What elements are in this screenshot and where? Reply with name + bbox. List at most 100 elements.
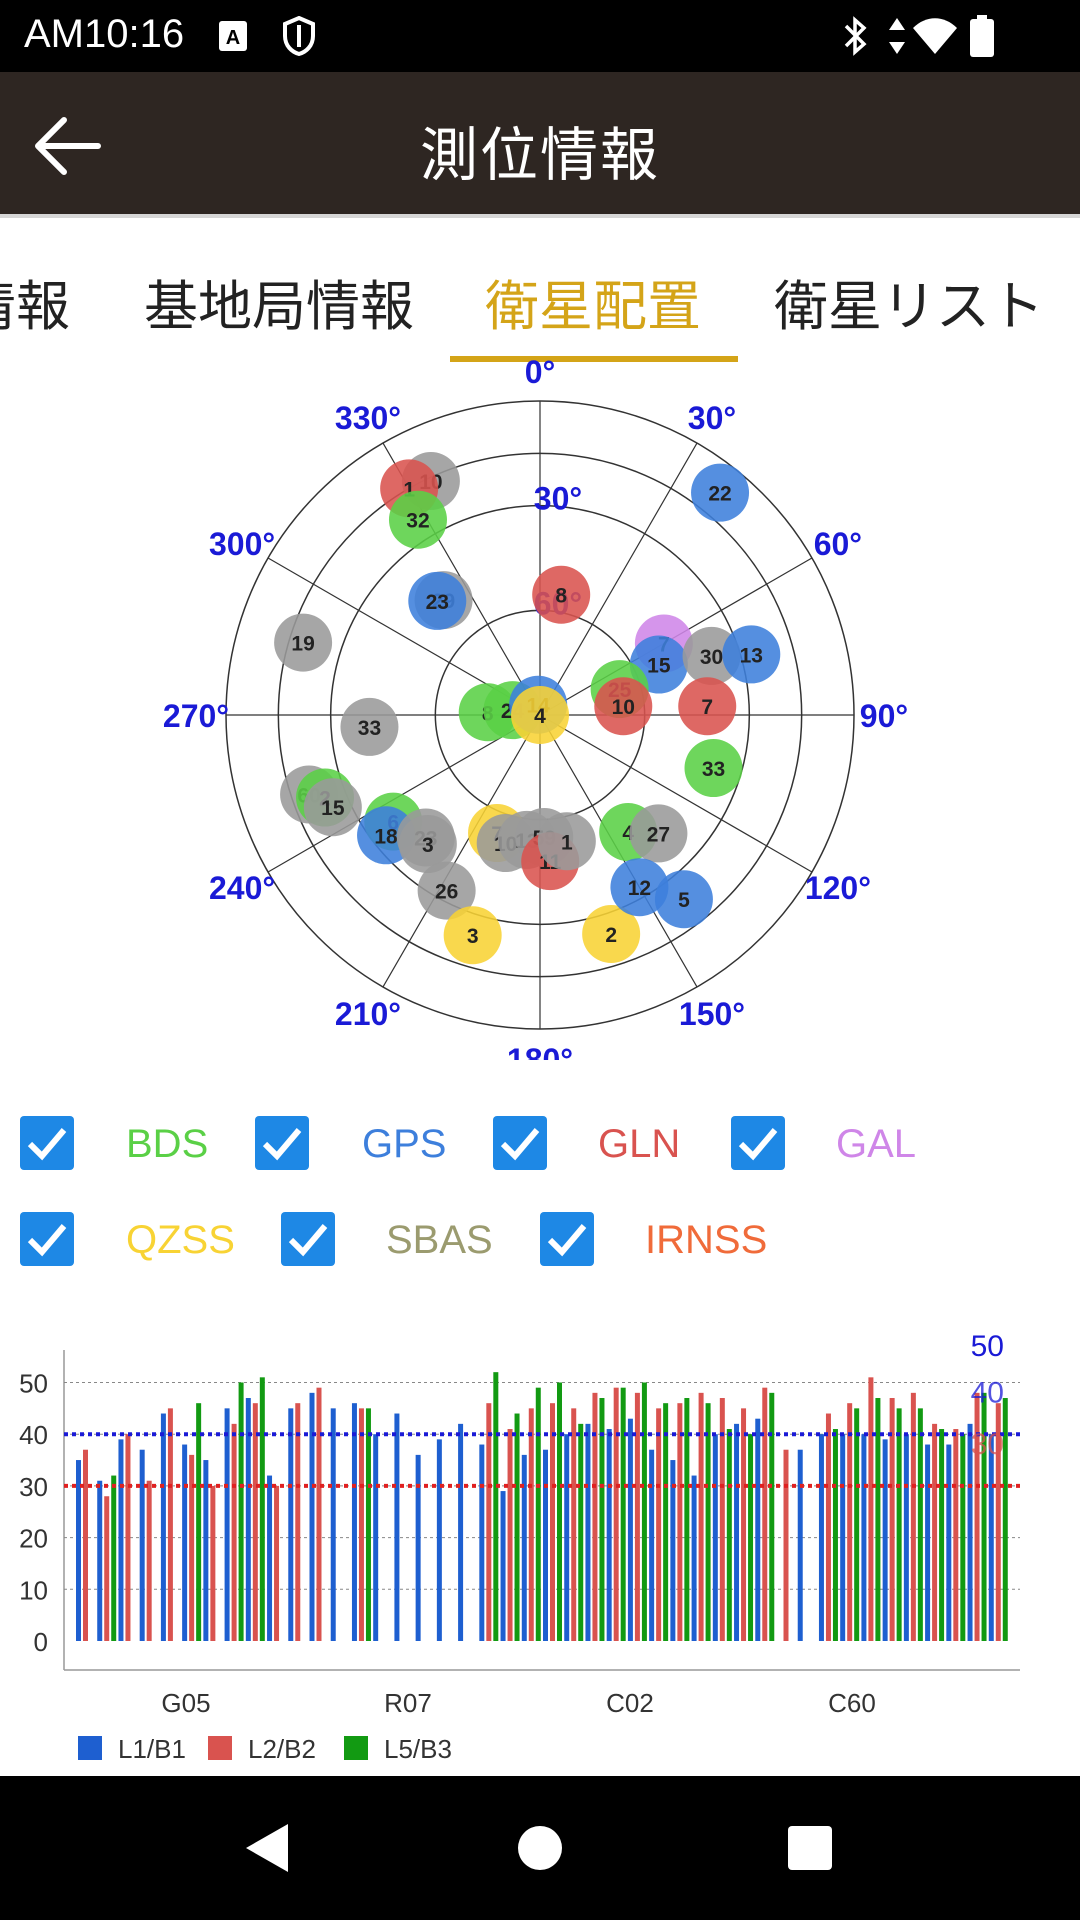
filter-bds-checkbox[interactable] bbox=[20, 1116, 74, 1170]
battery-icon bbox=[970, 15, 994, 57]
satellite-marker[interactable]: 5 bbox=[654, 870, 713, 929]
signal-bar bbox=[755, 1418, 761, 1641]
signal-bar bbox=[995, 1403, 1001, 1641]
satellite-id: 33 bbox=[358, 717, 381, 740]
satellite-marker[interactable]: 26 bbox=[417, 861, 476, 920]
azimuth-label: 60° bbox=[814, 526, 862, 562]
signal-bar bbox=[245, 1398, 251, 1641]
satellite-marker[interactable]: 3 bbox=[443, 906, 502, 965]
filter-bds-label: BDS bbox=[126, 1122, 209, 1166]
satellite-marker[interactable]: 33 bbox=[684, 739, 743, 798]
satellite-marker[interactable]: 8 bbox=[532, 565, 591, 624]
status-bar: AM10:16 A bbox=[0, 0, 1080, 72]
satellite-dot bbox=[303, 778, 362, 837]
legend-label: L5/B3 bbox=[384, 1734, 452, 1764]
satellite-marker[interactable]: 27 bbox=[629, 804, 688, 863]
satellite-dot bbox=[417, 861, 476, 920]
signal-bar bbox=[967, 1423, 973, 1641]
signal-bar bbox=[571, 1408, 577, 1641]
signal-bar bbox=[203, 1460, 209, 1641]
satellite-marker[interactable]: 1 bbox=[537, 812, 596, 871]
a-notification-icon: A bbox=[219, 21, 247, 51]
satellite-marker[interactable]: 19 bbox=[274, 613, 333, 672]
signal-bar bbox=[521, 1454, 527, 1641]
satellite-id: 32 bbox=[406, 510, 429, 533]
signal-bar bbox=[415, 1454, 421, 1641]
satellite-marker[interactable]: 23 bbox=[408, 571, 467, 630]
satellite-id: 13 bbox=[740, 644, 763, 667]
signal-bar bbox=[358, 1408, 364, 1641]
azimuth-label: 120° bbox=[805, 870, 871, 906]
signal-bar bbox=[832, 1429, 838, 1641]
signal-bar bbox=[592, 1392, 598, 1641]
azimuth-line bbox=[539, 714, 813, 873]
home-circle-icon[interactable] bbox=[504, 1812, 576, 1884]
signal-bar bbox=[932, 1423, 938, 1641]
signal-bar bbox=[330, 1408, 336, 1641]
signal-bar bbox=[889, 1398, 895, 1641]
signal-bar bbox=[288, 1408, 294, 1641]
signal-bar bbox=[167, 1408, 173, 1641]
satellite-marker[interactable]: 15 bbox=[303, 778, 362, 837]
filter-gal-checkbox[interactable] bbox=[731, 1116, 785, 1170]
signal-bar bbox=[620, 1387, 626, 1641]
signal-bar bbox=[939, 1429, 945, 1641]
signal-bar bbox=[649, 1449, 655, 1641]
azimuth-line bbox=[382, 714, 541, 988]
page-title: 測位情報 bbox=[419, 121, 660, 189]
satellite-marker[interactable]: 22 bbox=[691, 463, 750, 522]
satellite-dot bbox=[532, 565, 591, 624]
satellite-dot bbox=[537, 812, 596, 871]
signal-bar bbox=[557, 1382, 562, 1641]
satellite-marker[interactable]: 33 bbox=[340, 697, 399, 756]
signal-bar bbox=[436, 1439, 442, 1641]
tab-base-station[interactable]: 基地局情報 bbox=[144, 275, 414, 338]
filter-gps-checkbox[interactable] bbox=[255, 1116, 309, 1170]
satellite-id: 8 bbox=[555, 585, 567, 608]
satellite-marker[interactable]: 12 bbox=[610, 858, 669, 917]
recents-square-icon[interactable] bbox=[774, 1812, 846, 1884]
signal-bar bbox=[564, 1434, 570, 1641]
satellite-marker[interactable]: 3 bbox=[398, 815, 457, 874]
arrow-left-icon[interactable] bbox=[28, 106, 108, 186]
back-triangle-icon[interactable] bbox=[232, 1812, 304, 1884]
y-tick-label: 10 bbox=[19, 1575, 48, 1605]
signal-bar bbox=[762, 1387, 768, 1641]
signal-bar bbox=[118, 1439, 124, 1641]
signal-bar bbox=[670, 1460, 676, 1641]
satellite-id: 7 bbox=[701, 696, 713, 719]
filter-gln-checkbox[interactable] bbox=[493, 1116, 547, 1170]
signal-bar bbox=[578, 1423, 584, 1641]
system-filters: BDS GPS GLN GAL QZSS SBAS IRNSS bbox=[0, 1100, 1080, 1280]
satellite-marker[interactable]: 10 bbox=[594, 677, 653, 736]
satellite-marker[interactable]: 32 bbox=[388, 490, 447, 549]
tab-info[interactable]: 情報 bbox=[0, 275, 70, 338]
signal-bar bbox=[634, 1392, 640, 1641]
tab-satellite-position[interactable]: 衛星配置 bbox=[485, 275, 701, 338]
signal-bar bbox=[748, 1434, 754, 1641]
azimuth-label: 270° bbox=[163, 698, 229, 734]
satellite-marker[interactable]: 4 bbox=[511, 686, 569, 744]
satellite-id: 23 bbox=[426, 591, 449, 614]
status-time: AM10:16 bbox=[24, 12, 185, 56]
signal-bar bbox=[677, 1403, 683, 1641]
satellite-marker[interactable]: 2 bbox=[582, 904, 641, 963]
filter-sbas-checkbox[interactable] bbox=[281, 1212, 335, 1266]
signal-bar bbox=[917, 1408, 923, 1641]
filter-qzss-checkbox[interactable] bbox=[20, 1212, 74, 1266]
signal-bar bbox=[238, 1382, 244, 1641]
satellite-id: 15 bbox=[647, 655, 671, 678]
threshold-label: 30 bbox=[971, 1428, 1004, 1461]
filter-irnss-checkbox[interactable] bbox=[540, 1212, 594, 1266]
satellite-marker[interactable]: 13 bbox=[722, 625, 781, 684]
y-tick-label: 40 bbox=[19, 1420, 48, 1450]
azimuth-label: 90° bbox=[860, 698, 908, 734]
satellite-marker[interactable]: 7 bbox=[678, 677, 737, 736]
filter-gps-label: GPS bbox=[362, 1122, 447, 1166]
legend-swatch bbox=[344, 1736, 368, 1760]
signal-bar bbox=[797, 1449, 803, 1641]
signal-bar bbox=[514, 1413, 520, 1641]
tab-satellite-list[interactable]: 衛星リスト bbox=[774, 275, 1044, 338]
satellite-id: 19 bbox=[291, 633, 314, 656]
